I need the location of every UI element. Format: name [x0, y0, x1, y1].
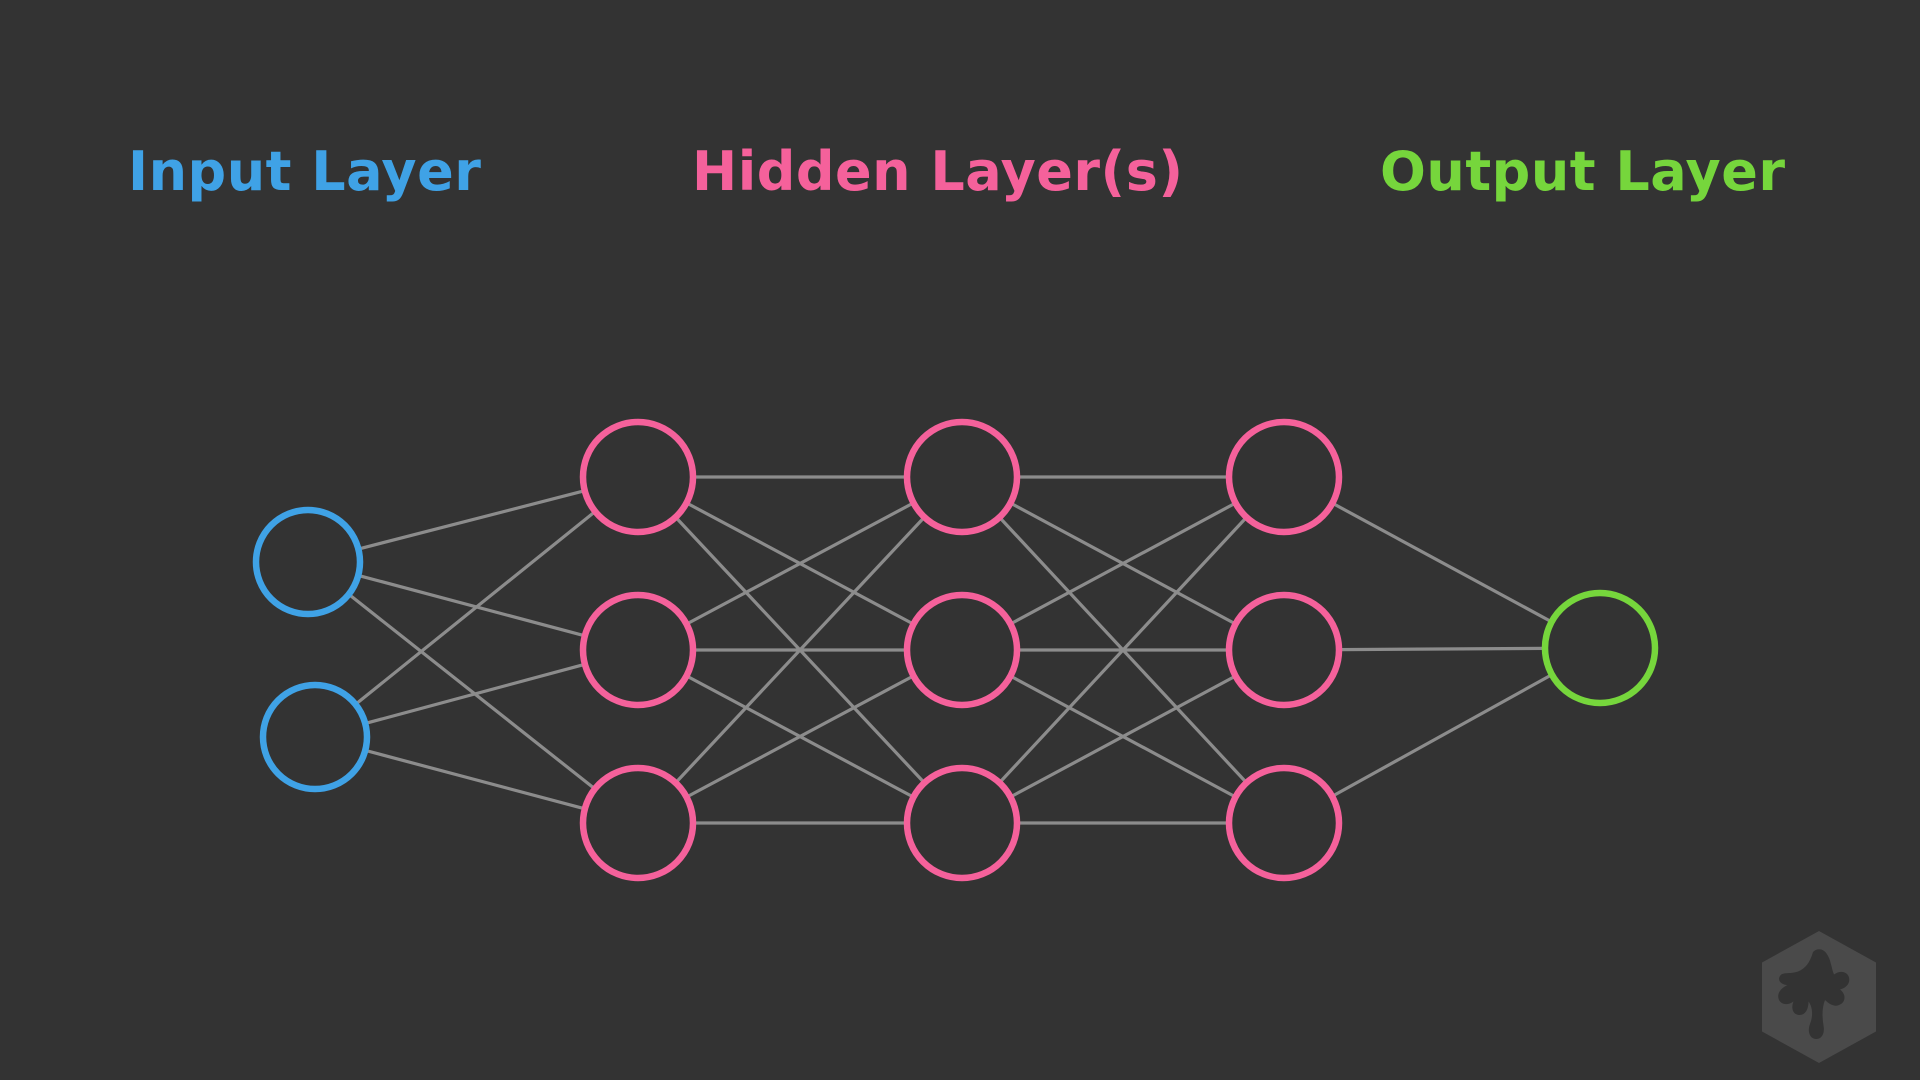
network-node-i1[interactable]: [252, 506, 364, 618]
network-edge: [674, 516, 926, 784]
network-edge: [357, 574, 586, 638]
network-node-h1a[interactable]: [579, 418, 697, 536]
node-group: [252, 418, 1659, 882]
network-node-h3b[interactable]: [1225, 591, 1343, 709]
network-edge: [685, 501, 915, 626]
network-node-i2[interactable]: [259, 681, 371, 793]
treehouse-logo-icon: [1762, 931, 1876, 1063]
network-node-h2c[interactable]: [903, 764, 1021, 882]
network-node-h1b[interactable]: [579, 591, 697, 709]
network-edge: [685, 674, 915, 799]
network-edge: [347, 593, 596, 790]
network-edge: [1338, 646, 1546, 652]
network-node-h3a[interactable]: [1225, 418, 1343, 536]
network-edge: [354, 510, 596, 706]
network-node-h2a[interactable]: [903, 418, 1021, 536]
network-edge: [1331, 502, 1553, 623]
network-node-h1c[interactable]: [579, 764, 697, 882]
network-edge: [1009, 674, 1237, 799]
network-edge: [1009, 501, 1237, 626]
network-node-o1[interactable]: [1541, 589, 1659, 707]
network-node-h3c[interactable]: [1225, 764, 1343, 882]
network-edge: [357, 489, 586, 551]
network-edge: [364, 749, 586, 811]
network-edge: [998, 516, 1248, 784]
network-edge: [1331, 673, 1553, 798]
edge-group: [347, 475, 1553, 825]
network-node-h2b[interactable]: [903, 591, 1021, 709]
network-edge: [364, 662, 586, 725]
